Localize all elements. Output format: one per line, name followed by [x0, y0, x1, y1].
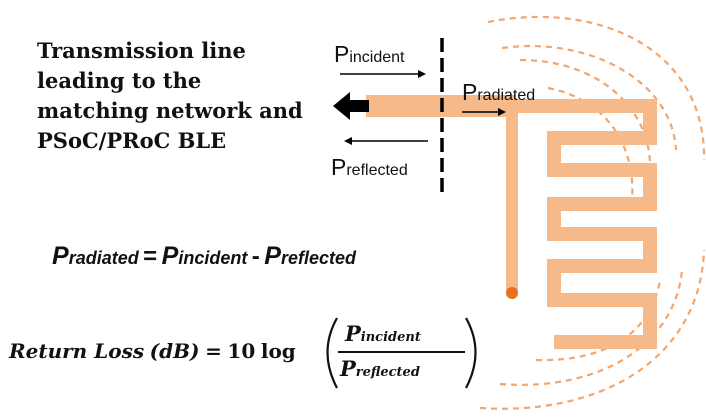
- p-radiated-label: Pradiated: [462, 81, 535, 104]
- meander-path: [516, 99, 657, 349]
- p-incident-p: P: [334, 41, 350, 67]
- description-line-2: leading to the: [37, 68, 202, 93]
- right-paren: [465, 317, 477, 389]
- radiation-arcs: [479, 15, 706, 410]
- p-incident-label: Pincident: [334, 43, 405, 66]
- p-reflected-sub: reflected: [346, 162, 408, 179]
- eq1-equals: =: [143, 243, 158, 270]
- eq2-log: log: [260, 339, 296, 363]
- eq1-p3: P: [264, 242, 281, 270]
- eq1-s2: incident: [178, 248, 248, 268]
- eq1-s3: reflected: [280, 248, 356, 268]
- eq1-p2: P: [161, 242, 179, 270]
- description-line-3: matching network and: [37, 98, 303, 123]
- p-reflected-label: Preflected: [331, 156, 408, 179]
- return-loss-equation: Return Loss (dB) = 10 log: [9, 341, 296, 361]
- feed-point-dot: [506, 287, 518, 299]
- incident-arrow-icon: [340, 70, 426, 78]
- transmission-line-description: Transmission line leading to the matchin…: [37, 36, 303, 156]
- radiated-arrow-icon: [462, 108, 506, 116]
- eq2-lhs: Return Loss: [9, 339, 145, 363]
- feed-trace: [506, 110, 518, 292]
- fraction-numerator: Pincident: [345, 323, 421, 344]
- p-reflected-p: P: [331, 154, 347, 180]
- eq1-s1: radiated: [68, 248, 139, 268]
- frac-den-sub: reflected: [355, 365, 420, 380]
- radiation-arc-1: [487, 15, 706, 161]
- radiation-arc-4: [547, 86, 634, 201]
- p-radiated-p: P: [462, 79, 478, 105]
- fraction-denominator: Preflected: [340, 358, 420, 379]
- eq2-unit: (dB): [149, 339, 200, 363]
- description-line-4: PSoC/PRoC BLE: [37, 128, 227, 153]
- radiation-arc-2: [501, 44, 678, 151]
- big-left-arrow-icon: [333, 92, 369, 120]
- frac-num-p: P: [345, 321, 361, 346]
- p-radiated-sub: radiated: [477, 87, 536, 104]
- radiation-arc-7: [479, 249, 706, 410]
- left-paren: [326, 317, 338, 389]
- eq1-minus: -: [251, 243, 260, 270]
- radiation-arc-6: [499, 269, 684, 386]
- reflected-arrow-icon: [344, 137, 428, 145]
- description-line-1: Transmission line: [37, 38, 246, 63]
- frac-den-p: P: [340, 356, 356, 381]
- eq2-equals: =: [205, 339, 222, 363]
- power-equation: Pradiated = Pincident - Preflected: [52, 244, 356, 269]
- meander-antenna: [516, 99, 657, 349]
- eq1-p1: P: [52, 242, 69, 270]
- frac-num-sub: incident: [360, 330, 421, 345]
- p-incident-sub: incident: [349, 49, 405, 66]
- radiation-arc-3: [519, 58, 652, 171]
- eq2-coef: 10: [227, 339, 256, 363]
